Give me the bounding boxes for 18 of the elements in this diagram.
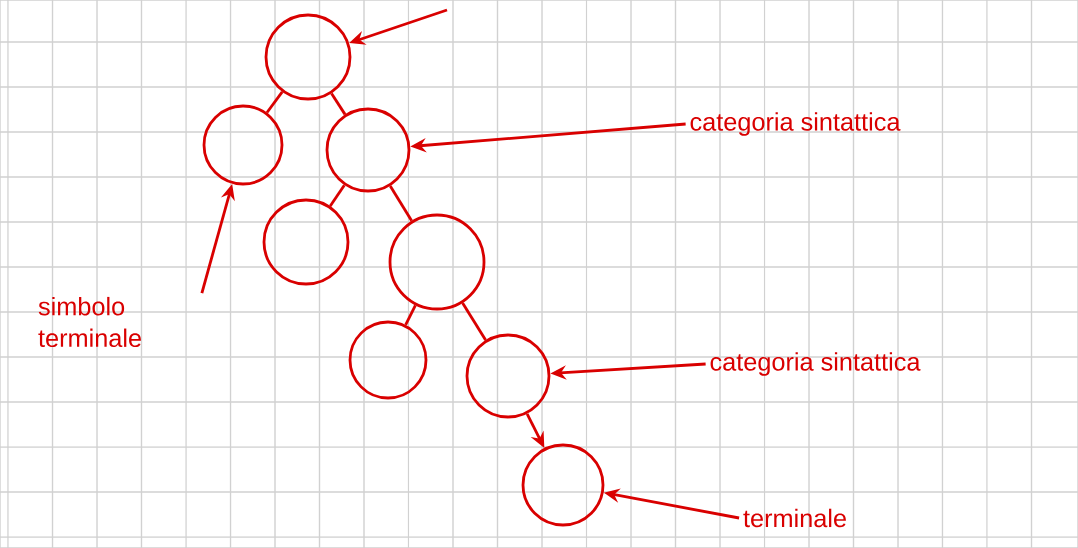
tree-node-circle	[202, 104, 284, 186]
tree-edge	[404, 304, 417, 326]
annotation-text: categoria sintattica	[690, 112, 901, 136]
tree-node-circle	[325, 107, 411, 193]
tree-node-circle	[388, 213, 486, 311]
tree-edge	[330, 92, 347, 116]
tree-node-circle	[521, 443, 605, 527]
tree-node-circle	[262, 198, 350, 286]
tree-node-circle	[264, 13, 352, 101]
tree-edge	[265, 91, 284, 114]
tree-edge	[329, 184, 346, 207]
tree-node-circle	[465, 333, 551, 419]
tree-node-circle	[348, 320, 428, 400]
annotation-text: terminale	[743, 508, 846, 528]
annotation-text: simbolo terminale	[38, 296, 141, 348]
tree-edge	[461, 302, 487, 341]
tree-edge	[389, 185, 413, 222]
annotation-text: categoria sintattica	[710, 352, 921, 376]
